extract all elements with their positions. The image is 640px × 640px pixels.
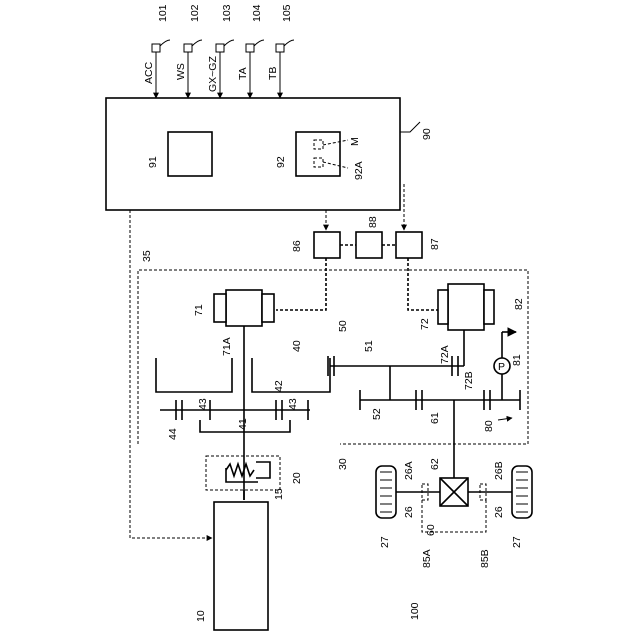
- label-gear43b: 43: [287, 398, 299, 410]
- damper-20: 20 30 15: [206, 456, 349, 500]
- sensor-101-box: [152, 44, 160, 52]
- label-gear50: 50: [337, 320, 349, 332]
- label-wheel-l: 27: [379, 536, 391, 548]
- label-unit: 35: [141, 250, 153, 262]
- label-105: 105: [281, 4, 293, 22]
- label-ecu: 90: [421, 128, 433, 140]
- gear-train: 40 50 51 52 61 72B 80 43 43 42 44 41: [156, 320, 520, 500]
- label-axle26l: 26: [403, 506, 415, 518]
- sensor-104-box: [246, 44, 254, 52]
- label-inv2: 87: [429, 238, 441, 250]
- label-axle26r: 26: [493, 506, 505, 518]
- label-gxgz: GX~GZ: [207, 56, 219, 92]
- motor-generators: 71 72 71A 72A: [193, 284, 494, 392]
- converter-88-box: [356, 232, 382, 258]
- ecu-90: 90 91 92 M 92A: [106, 98, 433, 210]
- inverter-86-box: [314, 232, 340, 258]
- label-101: 101: [157, 4, 169, 22]
- inverter-87-box: [396, 232, 422, 258]
- memory-92-box: [296, 132, 340, 176]
- wheel-left: [376, 466, 396, 518]
- cpu-91-box: [168, 132, 212, 176]
- label-104: 104: [251, 4, 263, 22]
- label-drive62: 62: [429, 458, 441, 470]
- label-cpu: 91: [147, 156, 159, 168]
- label-gear42: 42: [273, 380, 285, 392]
- label-ta: TA: [237, 67, 249, 80]
- sensor-105-box: [276, 44, 284, 52]
- sensor-103-box: [216, 44, 224, 52]
- label-damper: 20: [291, 472, 303, 484]
- ecu-box: [106, 98, 400, 210]
- label-acc: ACC: [143, 61, 155, 84]
- label-gear-mg2: 72B: [463, 371, 475, 390]
- label-gear61: 61: [429, 412, 441, 424]
- gear-40-right: [252, 358, 330, 392]
- wheel-right: [512, 466, 532, 518]
- label-mg1: 71: [193, 304, 205, 316]
- label-102: 102: [189, 4, 201, 22]
- label-mg2: 72: [419, 318, 431, 330]
- label-sensor85b: 85B: [479, 549, 491, 568]
- label-map: M: [349, 137, 361, 146]
- label-shaft-mg1: 71A: [221, 337, 233, 356]
- label-wheel-r: 27: [511, 536, 523, 548]
- label-axle26a: 26A: [403, 461, 415, 480]
- label-tb: TB: [267, 67, 279, 80]
- label-gear44: 44: [167, 428, 179, 440]
- label-103: 103: [221, 4, 233, 22]
- label-pump-id: 81: [511, 354, 523, 366]
- sensor-group: 101 102 103 104 105 ACC WS GX~GZ TA TB: [143, 4, 294, 98]
- label-diff: 60: [425, 524, 437, 536]
- label-line82: 82: [513, 298, 525, 310]
- label-ws: WS: [175, 63, 187, 80]
- oil-pump: P 81 82: [494, 298, 525, 400]
- label-shaft15: 15: [273, 488, 285, 500]
- label-shaft-mg2: 72A: [439, 345, 451, 364]
- sensor-102-box: [184, 44, 192, 52]
- label-engine: 10: [195, 610, 207, 622]
- unit-35: 35: [138, 250, 528, 444]
- label-shaft41: 41: [237, 418, 249, 430]
- label-conv: 88: [367, 216, 379, 228]
- label-gear51: 51: [363, 340, 375, 352]
- label-mem: 92: [275, 156, 287, 168]
- power-electronics: 86 88 87: [276, 216, 441, 310]
- engine-box: [214, 502, 268, 630]
- label-vehicle: 100: [409, 602, 421, 620]
- mg2-box: [448, 284, 484, 330]
- label-gear40: 40: [291, 340, 303, 352]
- label-inv1: 86: [291, 240, 303, 252]
- mg1-box: [226, 290, 262, 326]
- engine-10: 10: [195, 502, 268, 630]
- label-pump: P: [498, 361, 505, 373]
- label-sensor85a: 85A: [421, 549, 433, 568]
- label-gear80: 80: [483, 420, 495, 432]
- gear-40-left: [156, 358, 232, 392]
- label-trans: 30: [337, 458, 349, 470]
- label-gear52: 52: [371, 408, 383, 420]
- label-mem-area: 92A: [353, 161, 365, 180]
- label-axle26b: 26B: [493, 461, 505, 480]
- label-gear43a: 43: [197, 398, 209, 410]
